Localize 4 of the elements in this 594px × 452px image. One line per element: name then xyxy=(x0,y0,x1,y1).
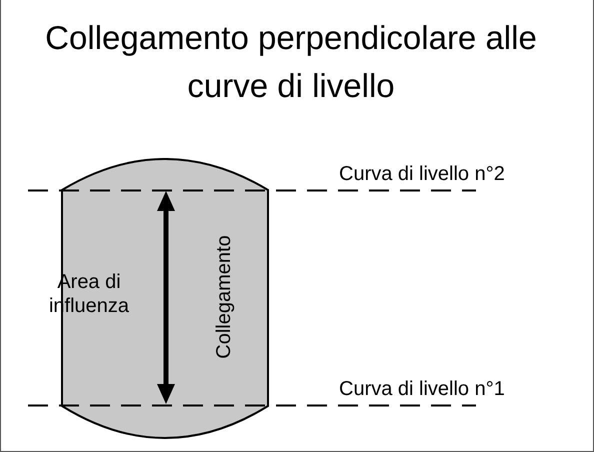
contour-label: Curva di livello n°2 xyxy=(339,162,505,186)
diagram-title: Collegamento perpendicolare alle curve di livello xyxy=(44,18,538,106)
contour-label: Curva di livello n°1 xyxy=(339,377,505,401)
link-label: Collegamento xyxy=(212,235,236,359)
